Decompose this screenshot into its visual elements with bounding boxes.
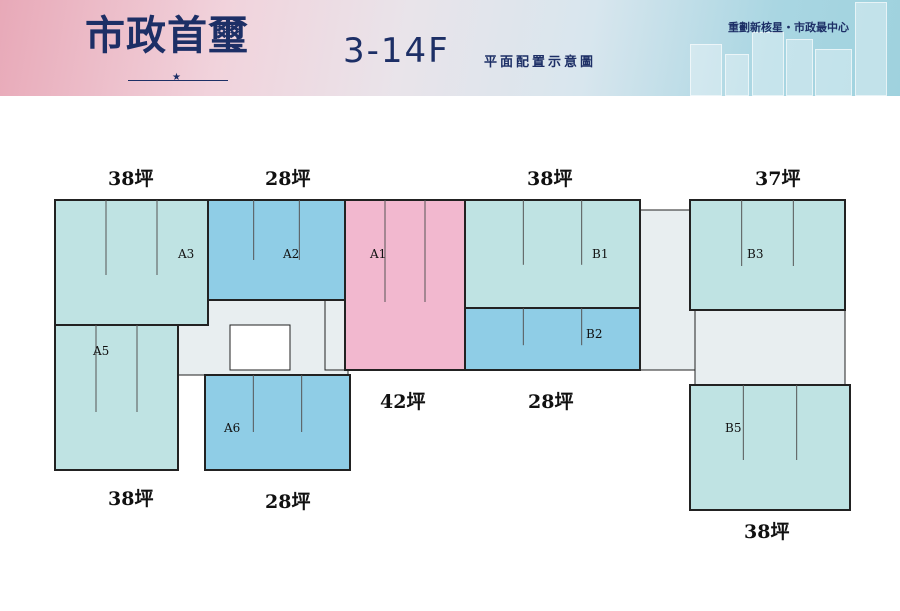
building-graphic <box>725 54 749 96</box>
unit-size-label: 38坪 <box>108 168 154 190</box>
building-graphic <box>815 49 852 96</box>
building-graphic <box>786 39 813 96</box>
unit-label: A2 <box>282 247 299 261</box>
unit-size-label: 42坪 <box>380 391 426 413</box>
plan-subtitle: 平面配置示意圖 <box>484 55 597 70</box>
unit-a6 <box>204 374 351 471</box>
corridor-east <box>639 209 696 371</box>
unit-size-label: 38坪 <box>527 168 573 190</box>
project-logo: 市政首璽 <box>85 12 249 59</box>
unit-label: A1 <box>369 247 386 261</box>
unit-b2 <box>464 307 641 371</box>
unit-a1 <box>344 199 466 371</box>
unit-size-label: 38坪 <box>108 488 154 510</box>
unit-size-label: 28坪 <box>265 168 311 190</box>
unit-label: B1 <box>592 247 608 261</box>
unit-b1 <box>464 199 641 309</box>
unit-b5 <box>689 384 851 511</box>
header-banner: 市政首璽 ★ 3-14F 平面配置示意圖 重劃新核星‧市政最中心 <box>0 0 900 96</box>
unit-a5 <box>54 324 179 471</box>
stair-core-east <box>694 309 846 386</box>
unit-size-label: 38坪 <box>744 521 790 543</box>
unit-a2 <box>207 199 346 301</box>
unit-label: A6 <box>223 421 240 435</box>
unit-size-label: 28坪 <box>528 391 574 413</box>
stairwell <box>229 324 291 371</box>
building-graphic <box>752 32 784 96</box>
unit-label: B2 <box>586 327 602 341</box>
unit-label: A3 <box>177 247 194 261</box>
logo-underline <box>128 80 228 81</box>
building-graphic <box>690 44 722 96</box>
unit-a3 <box>54 199 209 326</box>
floor-range: 3-14F <box>343 31 450 71</box>
unit-b3 <box>689 199 846 311</box>
building-graphic <box>855 2 887 96</box>
unit-label: B3 <box>747 247 763 261</box>
unit-label: A5 <box>92 344 109 358</box>
unit-size-label: 37坪 <box>755 168 801 190</box>
tagline: 重劃新核星‧市政最中心 <box>728 21 849 34</box>
unit-size-label: 28坪 <box>265 491 311 513</box>
unit-label: B5 <box>725 421 741 435</box>
star-icon: ★ <box>172 72 181 83</box>
